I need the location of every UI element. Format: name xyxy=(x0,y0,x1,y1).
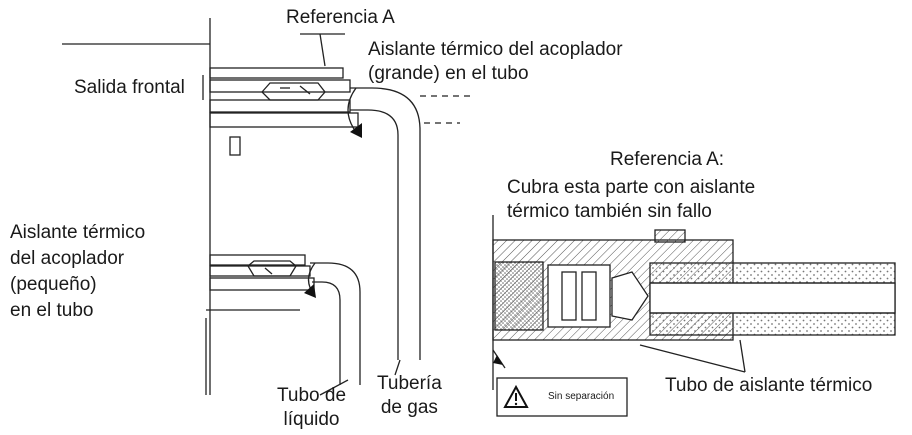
gas-pipe-outer xyxy=(350,87,421,360)
lower-coupler-plate xyxy=(209,254,306,266)
warning-triangle-icon xyxy=(503,384,529,408)
label-tubo-liquido: Tubo de líquido xyxy=(277,385,347,430)
label-referencia-a-detail: Referencia A: xyxy=(610,149,725,170)
label-referencia-a-top: Referencia A xyxy=(286,7,395,28)
label-aislante-pequeno: Aislante térmico del acoplador (pequeño)… xyxy=(10,222,146,321)
liquid-pipe-outer xyxy=(310,262,361,385)
gas-pipe-inner xyxy=(350,109,399,360)
ref-a-leader xyxy=(319,33,326,67)
label-aislante-grande: Aislante térmico del acoplador (grande) … xyxy=(368,39,623,84)
label-salida-frontal: Salida frontal xyxy=(74,77,185,98)
label-cubra-nota: Cubra esta parte con aislante térmico ta… xyxy=(507,177,756,222)
label-sin-separacion: Sin separación xyxy=(548,391,615,402)
label-tubo-aislante: Tubo de aislante térmico xyxy=(665,375,873,396)
liquid-pipe-inner xyxy=(312,281,341,385)
label-tuberia-gas: Tubería de gas xyxy=(377,373,442,418)
upper-coupler-plate xyxy=(209,67,344,79)
